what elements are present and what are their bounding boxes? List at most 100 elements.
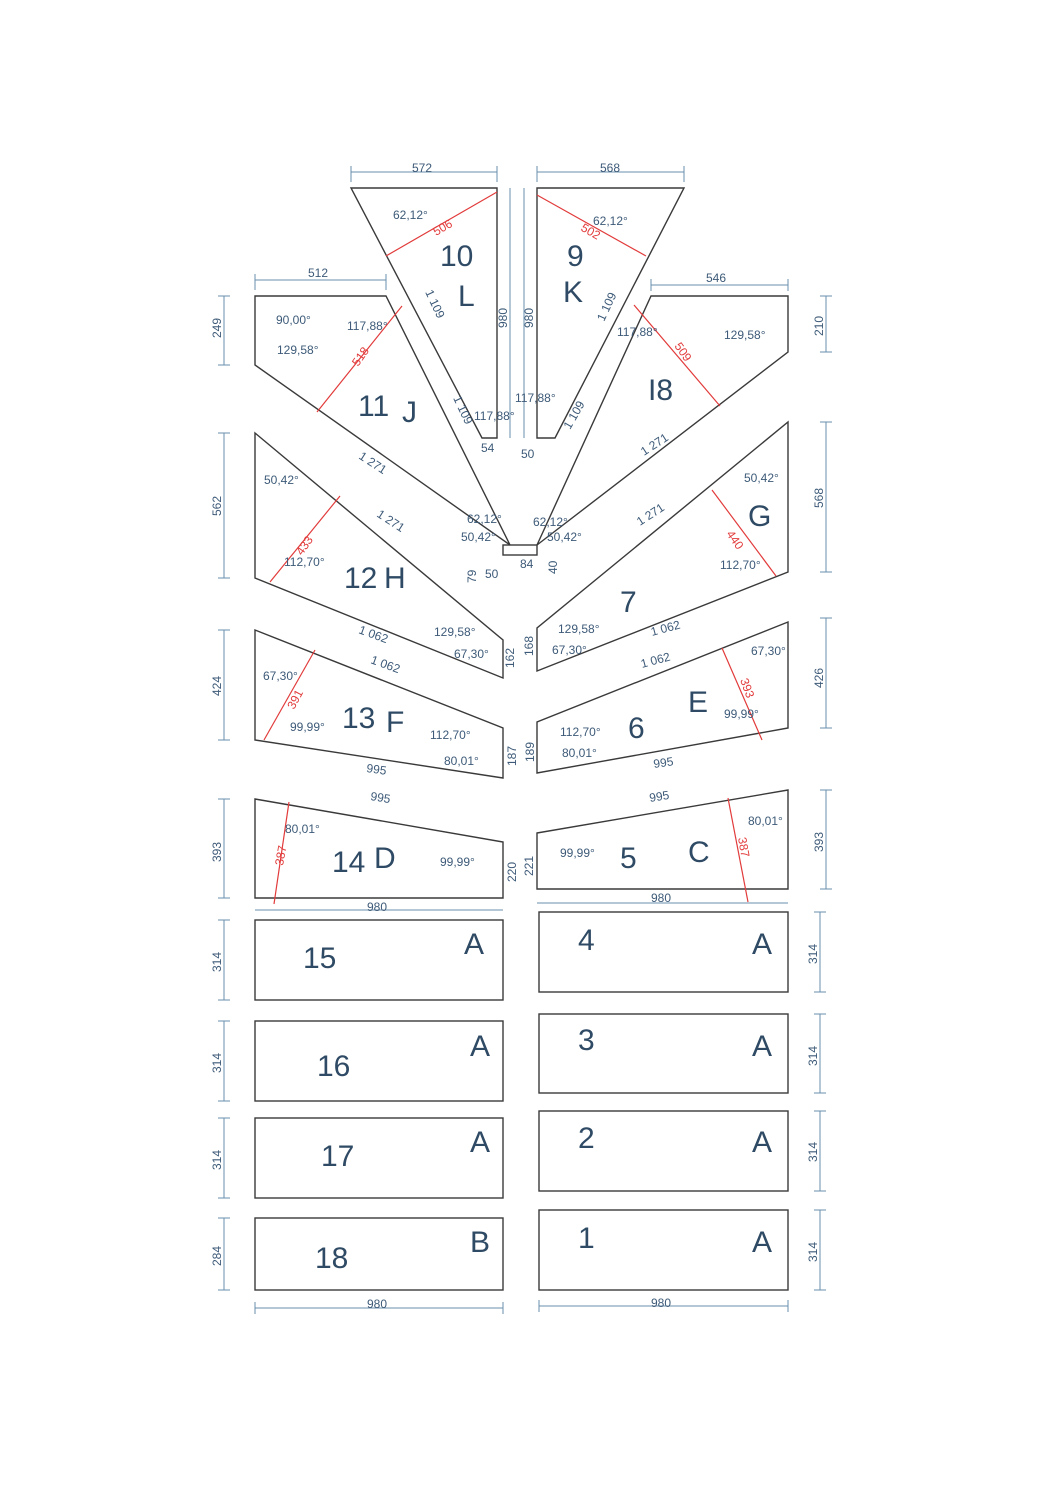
- panel-6: [536, 620, 789, 774]
- dim-314-3: 314: [806, 1046, 820, 1066]
- part-num-9: 9: [567, 240, 584, 273]
- dim-1271-11: 1 271: [356, 449, 389, 477]
- dim-572: 572: [412, 161, 432, 175]
- part-num-13: 13: [342, 702, 375, 735]
- dim-284: 284: [210, 1246, 224, 1266]
- part-code-L: L: [458, 280, 475, 313]
- dim-40: 40: [546, 560, 560, 574]
- dim-568-g: 568: [812, 488, 826, 508]
- dim-980-14: 980: [367, 900, 387, 914]
- panel-17: [254, 1117, 504, 1199]
- part-code-16: A: [470, 1030, 490, 1063]
- dim-546: 546: [706, 271, 726, 285]
- angle-center-d: 50,42°: [547, 530, 582, 544]
- angle-13-c: 112,70°: [430, 728, 471, 742]
- dim-1062-13b: 1 062: [369, 653, 402, 677]
- dim-84: 84: [520, 557, 534, 571]
- dim-1109-11: 1 109: [450, 393, 476, 426]
- panel-18: [254, 1217, 504, 1291]
- part-num-14: 14: [332, 846, 365, 879]
- angle-7-b: 112,70°: [720, 558, 761, 572]
- dim-249: 249: [210, 318, 224, 338]
- part-code-4: A: [752, 928, 772, 961]
- angle-6-d: 80,01°: [562, 746, 597, 760]
- red-506: 506: [431, 216, 456, 238]
- dim-314-1: 314: [806, 1242, 820, 1262]
- part-code-1: A: [752, 1226, 772, 1259]
- part-num-3: 3: [578, 1024, 595, 1057]
- part-code-D: D: [374, 842, 396, 875]
- panel-3: [538, 1013, 789, 1094]
- dim-1062-6b: 1 062: [639, 650, 672, 671]
- part-num-5: 5: [620, 842, 637, 875]
- dim-980-1: 980: [651, 1296, 671, 1310]
- dim-220: 220: [505, 862, 519, 882]
- panel-13: [254, 628, 504, 779]
- center-strip: [502, 544, 538, 556]
- angle-6-a: 67,30°: [751, 644, 786, 658]
- part-code-H: H: [384, 562, 406, 595]
- dim-314-4: 314: [806, 944, 820, 964]
- dim-1109-9: 1 109: [594, 290, 620, 323]
- angle-11-a: 90,00°: [276, 313, 311, 327]
- panel-15: [254, 919, 504, 1001]
- part-code-15: A: [464, 928, 484, 961]
- angle-5-b: 99,99°: [560, 846, 595, 860]
- part-num-6: 6: [628, 712, 645, 745]
- angle-12-d: 67,30°: [454, 647, 489, 661]
- dim-426: 426: [812, 668, 826, 688]
- part-code-K: K: [563, 276, 583, 309]
- dim-314-17: 314: [210, 1150, 224, 1170]
- dim-1062-6a: 1 062: [649, 618, 682, 639]
- dim-1271-7: 1 271: [634, 500, 667, 528]
- dim-1062-13a: 1 062: [357, 623, 390, 647]
- dim-980-right: 980: [522, 308, 536, 328]
- dim-314-15: 314: [210, 952, 224, 972]
- angle-center-b: 50,42°: [461, 530, 496, 544]
- part-code-B: B: [470, 1226, 490, 1259]
- dim-54: 54: [481, 441, 495, 455]
- red-509: 509: [672, 340, 695, 365]
- dim-995-5: 995: [648, 788, 670, 805]
- angle-7-a: 50,42°: [744, 471, 779, 485]
- dim-393-5: 393: [812, 832, 826, 852]
- panel-10: [349, 187, 498, 439]
- part-code-G: G: [748, 500, 771, 533]
- panel-8: [536, 295, 789, 546]
- dim-168: 168: [522, 636, 536, 656]
- panel-4: [538, 911, 789, 993]
- part-num-12: 12: [344, 562, 377, 595]
- dim-568: 568: [600, 161, 620, 175]
- dim-424: 424: [210, 676, 224, 696]
- dim-314-16: 314: [210, 1053, 224, 1073]
- part-num-17: 17: [321, 1140, 354, 1173]
- panel-1: [538, 1209, 789, 1291]
- dim-980-5: 980: [651, 891, 671, 905]
- angle-7-c: 129,58°: [558, 622, 600, 636]
- panel-12: [254, 431, 504, 680]
- angle-5-a: 80,01°: [748, 814, 783, 828]
- dim-995-6: 995: [652, 754, 674, 771]
- panel-16: [254, 1020, 504, 1102]
- part-code-3: A: [752, 1030, 772, 1063]
- dim-162: 162: [503, 648, 517, 668]
- part-code-2: A: [752, 1126, 772, 1159]
- red-391: 391: [284, 687, 306, 712]
- dim-1109-10: 1 109: [422, 287, 448, 320]
- dim-50-9: 50: [521, 447, 535, 461]
- dim-512: 512: [308, 266, 328, 280]
- part-num-8: I8: [648, 374, 673, 407]
- dim-210: 210: [812, 316, 826, 336]
- panel-14: [254, 798, 504, 899]
- part-code-F: F: [386, 706, 404, 739]
- dim-189: 189: [523, 742, 537, 762]
- angle-9-b: 117,88°: [515, 391, 556, 405]
- red-387-5: 387: [735, 836, 752, 858]
- angle-14-b: 99,99°: [440, 855, 475, 869]
- angle-11-c: 129,58°: [277, 343, 319, 357]
- angle-8-a: 117,88°: [617, 325, 658, 339]
- red-393-e: 393: [737, 676, 757, 700]
- angle-6-b: 99,99°: [724, 707, 759, 721]
